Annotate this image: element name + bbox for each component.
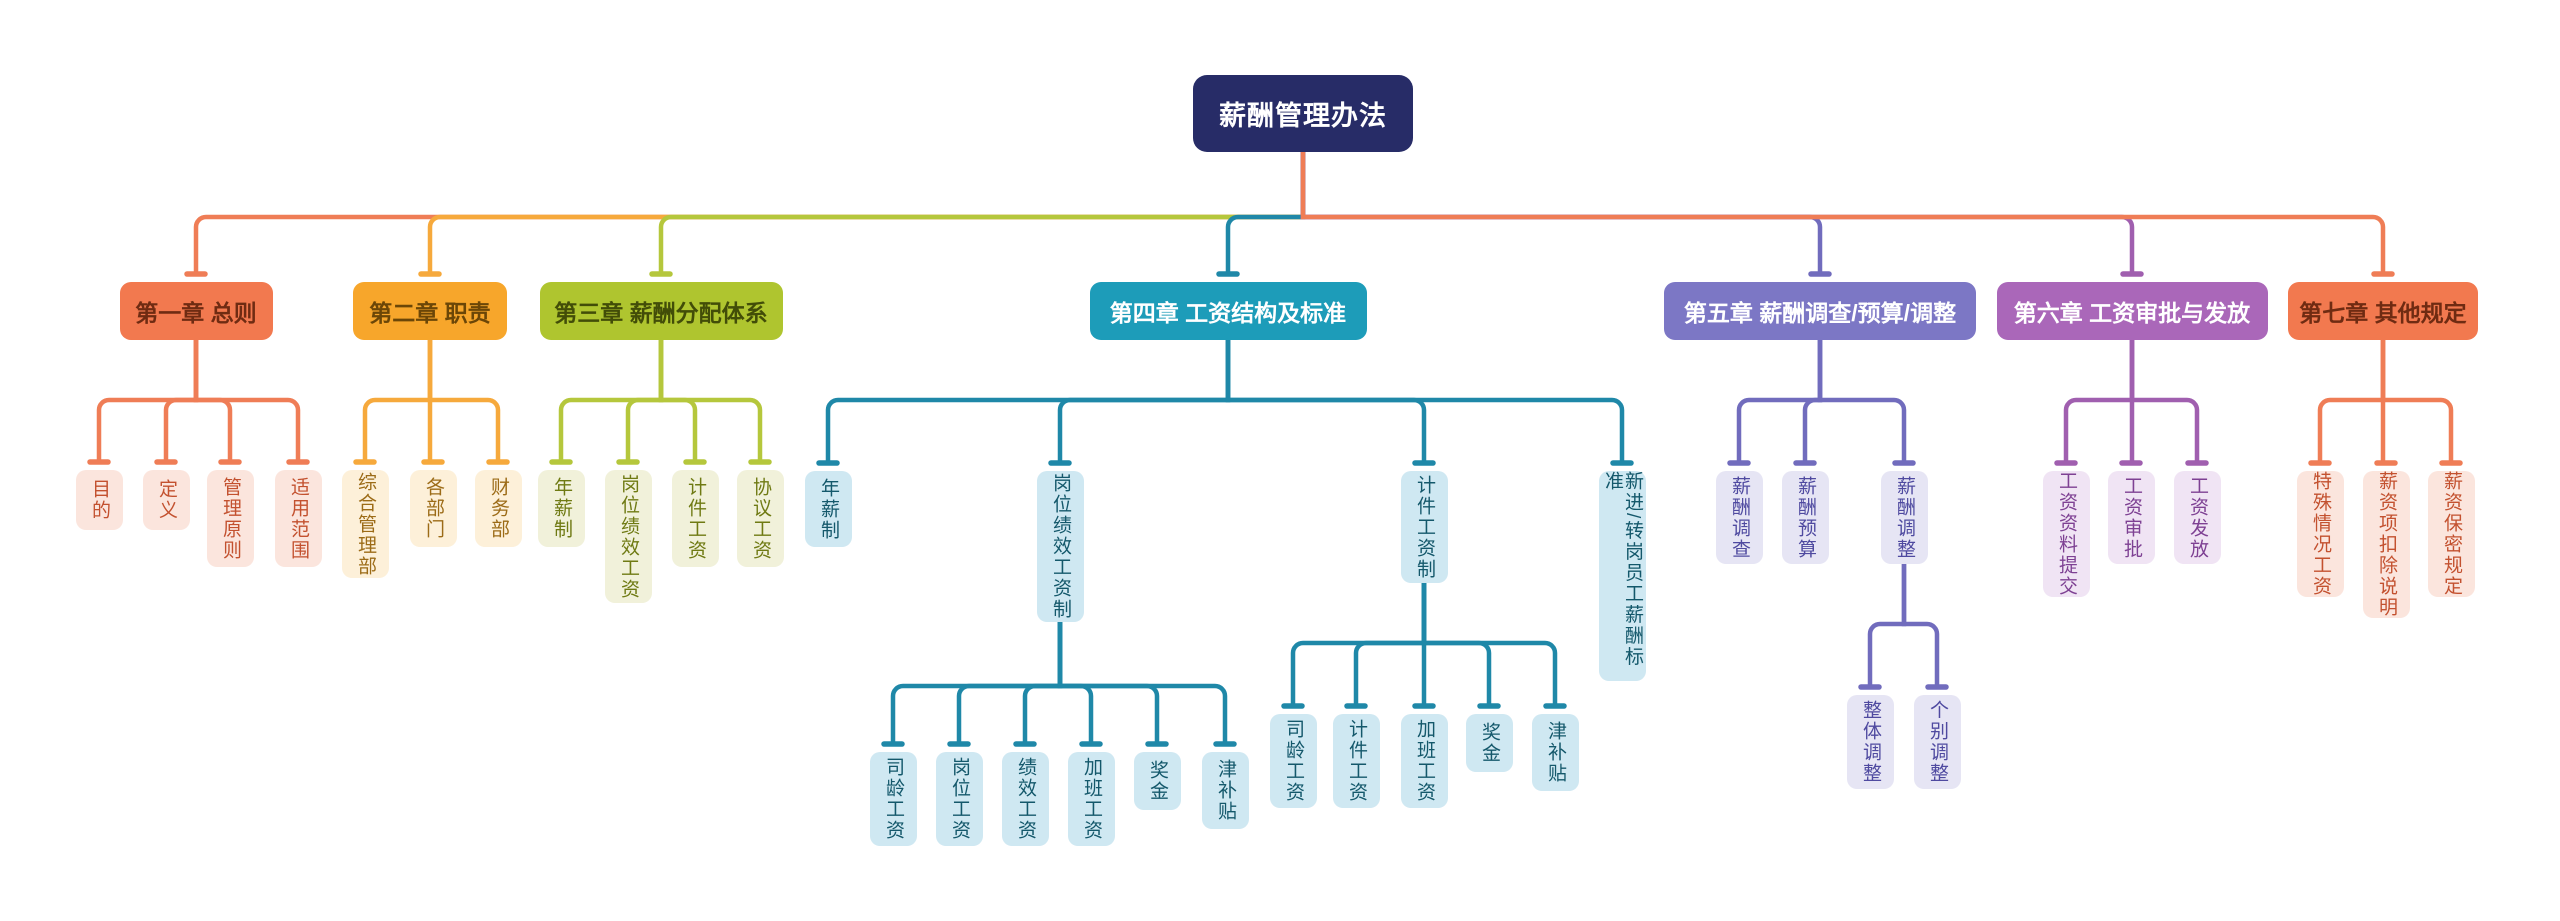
- subtopic[interactable]: 岗位绩效工资: [604, 470, 652, 603]
- subtopic[interactable]: 加班工资: [1400, 714, 1448, 808]
- subtopic[interactable]: 工资审批: [2107, 471, 2155, 564]
- subtopic[interactable]: 目的: [75, 470, 123, 530]
- connector-line: [956, 619, 1063, 747]
- connector-line: [1225, 149, 1306, 277]
- connector-line: [1901, 561, 1940, 690]
- connector-line: [193, 149, 1306, 277]
- connector-line: [825, 337, 1231, 466]
- subtopic[interactable]: 津补贴: [1201, 752, 1249, 829]
- subtopic[interactable]: 计件工资: [1332, 714, 1380, 808]
- connector-line: [1022, 619, 1063, 747]
- connector-line: [658, 149, 1306, 277]
- subtopic[interactable]: 年薪制: [804, 471, 852, 547]
- subtopic[interactable]: 绩效工资: [1001, 752, 1049, 846]
- connector-line: [1057, 337, 1231, 466]
- connector-line: [558, 337, 664, 465]
- subtopic[interactable]: 薪资保密规定: [2427, 471, 2475, 597]
- subtopic[interactable]: 司龄工资: [1269, 714, 1317, 808]
- connector-line: [2317, 337, 2386, 466]
- subtopic[interactable]: 奖金: [1133, 752, 1181, 810]
- subtopic[interactable]: 特殊情况工资: [2296, 471, 2344, 597]
- connector-line: [96, 337, 199, 465]
- subtopic[interactable]: 工资资料提交: [2042, 471, 2090, 597]
- connector-line: [193, 337, 301, 465]
- chapter-topic[interactable]: 第一章 总则: [119, 282, 273, 340]
- subtopic[interactable]: 薪酬预算: [1781, 471, 1829, 564]
- subtopic[interactable]: 管理原则: [206, 470, 254, 567]
- connector-line: [427, 149, 1306, 277]
- subtopic[interactable]: 定义: [142, 470, 190, 530]
- subtopic[interactable]: 薪资项扣除说明: [2362, 471, 2410, 618]
- subtopic[interactable]: 奖金: [1465, 714, 1513, 772]
- connector-line: [625, 337, 664, 465]
- root-topic[interactable]: 薪酬管理办法: [1193, 75, 1413, 152]
- connector-line: [1057, 619, 1228, 747]
- subtopic[interactable]: 加班工资: [1067, 752, 1115, 846]
- subtopic[interactable]: 计件工资制: [1400, 471, 1448, 583]
- connector-line: [163, 337, 199, 465]
- subtopic[interactable]: 各部门: [409, 470, 457, 547]
- connector-line: [1817, 337, 1907, 466]
- subtopic[interactable]: 综合管理部: [341, 470, 389, 578]
- chapter-topic[interactable]: 第三章 薪酬分配体系: [539, 282, 783, 340]
- connector-line: [1736, 337, 1823, 466]
- subtopic[interactable]: 岗位绩效工资制: [1036, 471, 1084, 622]
- connector-line: [890, 619, 1063, 747]
- subtopic[interactable]: 个别调整: [1913, 695, 1961, 789]
- connector-line: [1353, 580, 1427, 709]
- subtopic[interactable]: 岗位工资: [935, 752, 983, 846]
- subtopic[interactable]: 司龄工资: [869, 752, 917, 846]
- subtopic[interactable]: 工资发放: [2173, 471, 2221, 564]
- subtopic[interactable]: 计件工资: [671, 470, 719, 567]
- subtopic[interactable]: 薪酬调查: [1715, 471, 1763, 564]
- subtopic[interactable]: 津补贴: [1531, 714, 1579, 791]
- connector-line: [1421, 580, 1558, 709]
- connector-line: [427, 337, 501, 465]
- connector-line: [1225, 337, 1625, 466]
- connector-line: [1290, 580, 1427, 709]
- connector-line: [1867, 561, 1907, 690]
- chapter-topic[interactable]: 第四章 工资结构及标准: [1089, 282, 1367, 340]
- subtopic[interactable]: 财务部: [474, 470, 522, 547]
- connector-line: [2380, 337, 2454, 466]
- connector-line: [1300, 149, 2386, 277]
- chapter-topic[interactable]: 第六章 工资审批与发放: [1996, 282, 2268, 340]
- chapter-topic[interactable]: 第七章 其他规定: [2288, 282, 2478, 340]
- connector-line: [362, 337, 433, 465]
- chapter-topic[interactable]: 第五章 薪酬调查/预算/调整: [1664, 282, 1976, 340]
- subtopic[interactable]: 新进/转岗员工薪酬标准: [1598, 471, 1646, 681]
- chapter-topic[interactable]: 第二章 职责: [353, 282, 507, 340]
- subtopic[interactable]: 适用范围: [274, 470, 322, 567]
- connector-line: [1802, 337, 1823, 466]
- subtopic[interactable]: 年薪制: [537, 470, 585, 547]
- subtopic[interactable]: 协议工资: [736, 470, 784, 567]
- subtopic[interactable]: 整体调整: [1846, 695, 1894, 789]
- connector-line: [2129, 337, 2200, 466]
- subtopic[interactable]: 薪酬调整: [1880, 471, 1928, 564]
- connector-line: [658, 337, 763, 465]
- connector-line: [2063, 337, 2135, 466]
